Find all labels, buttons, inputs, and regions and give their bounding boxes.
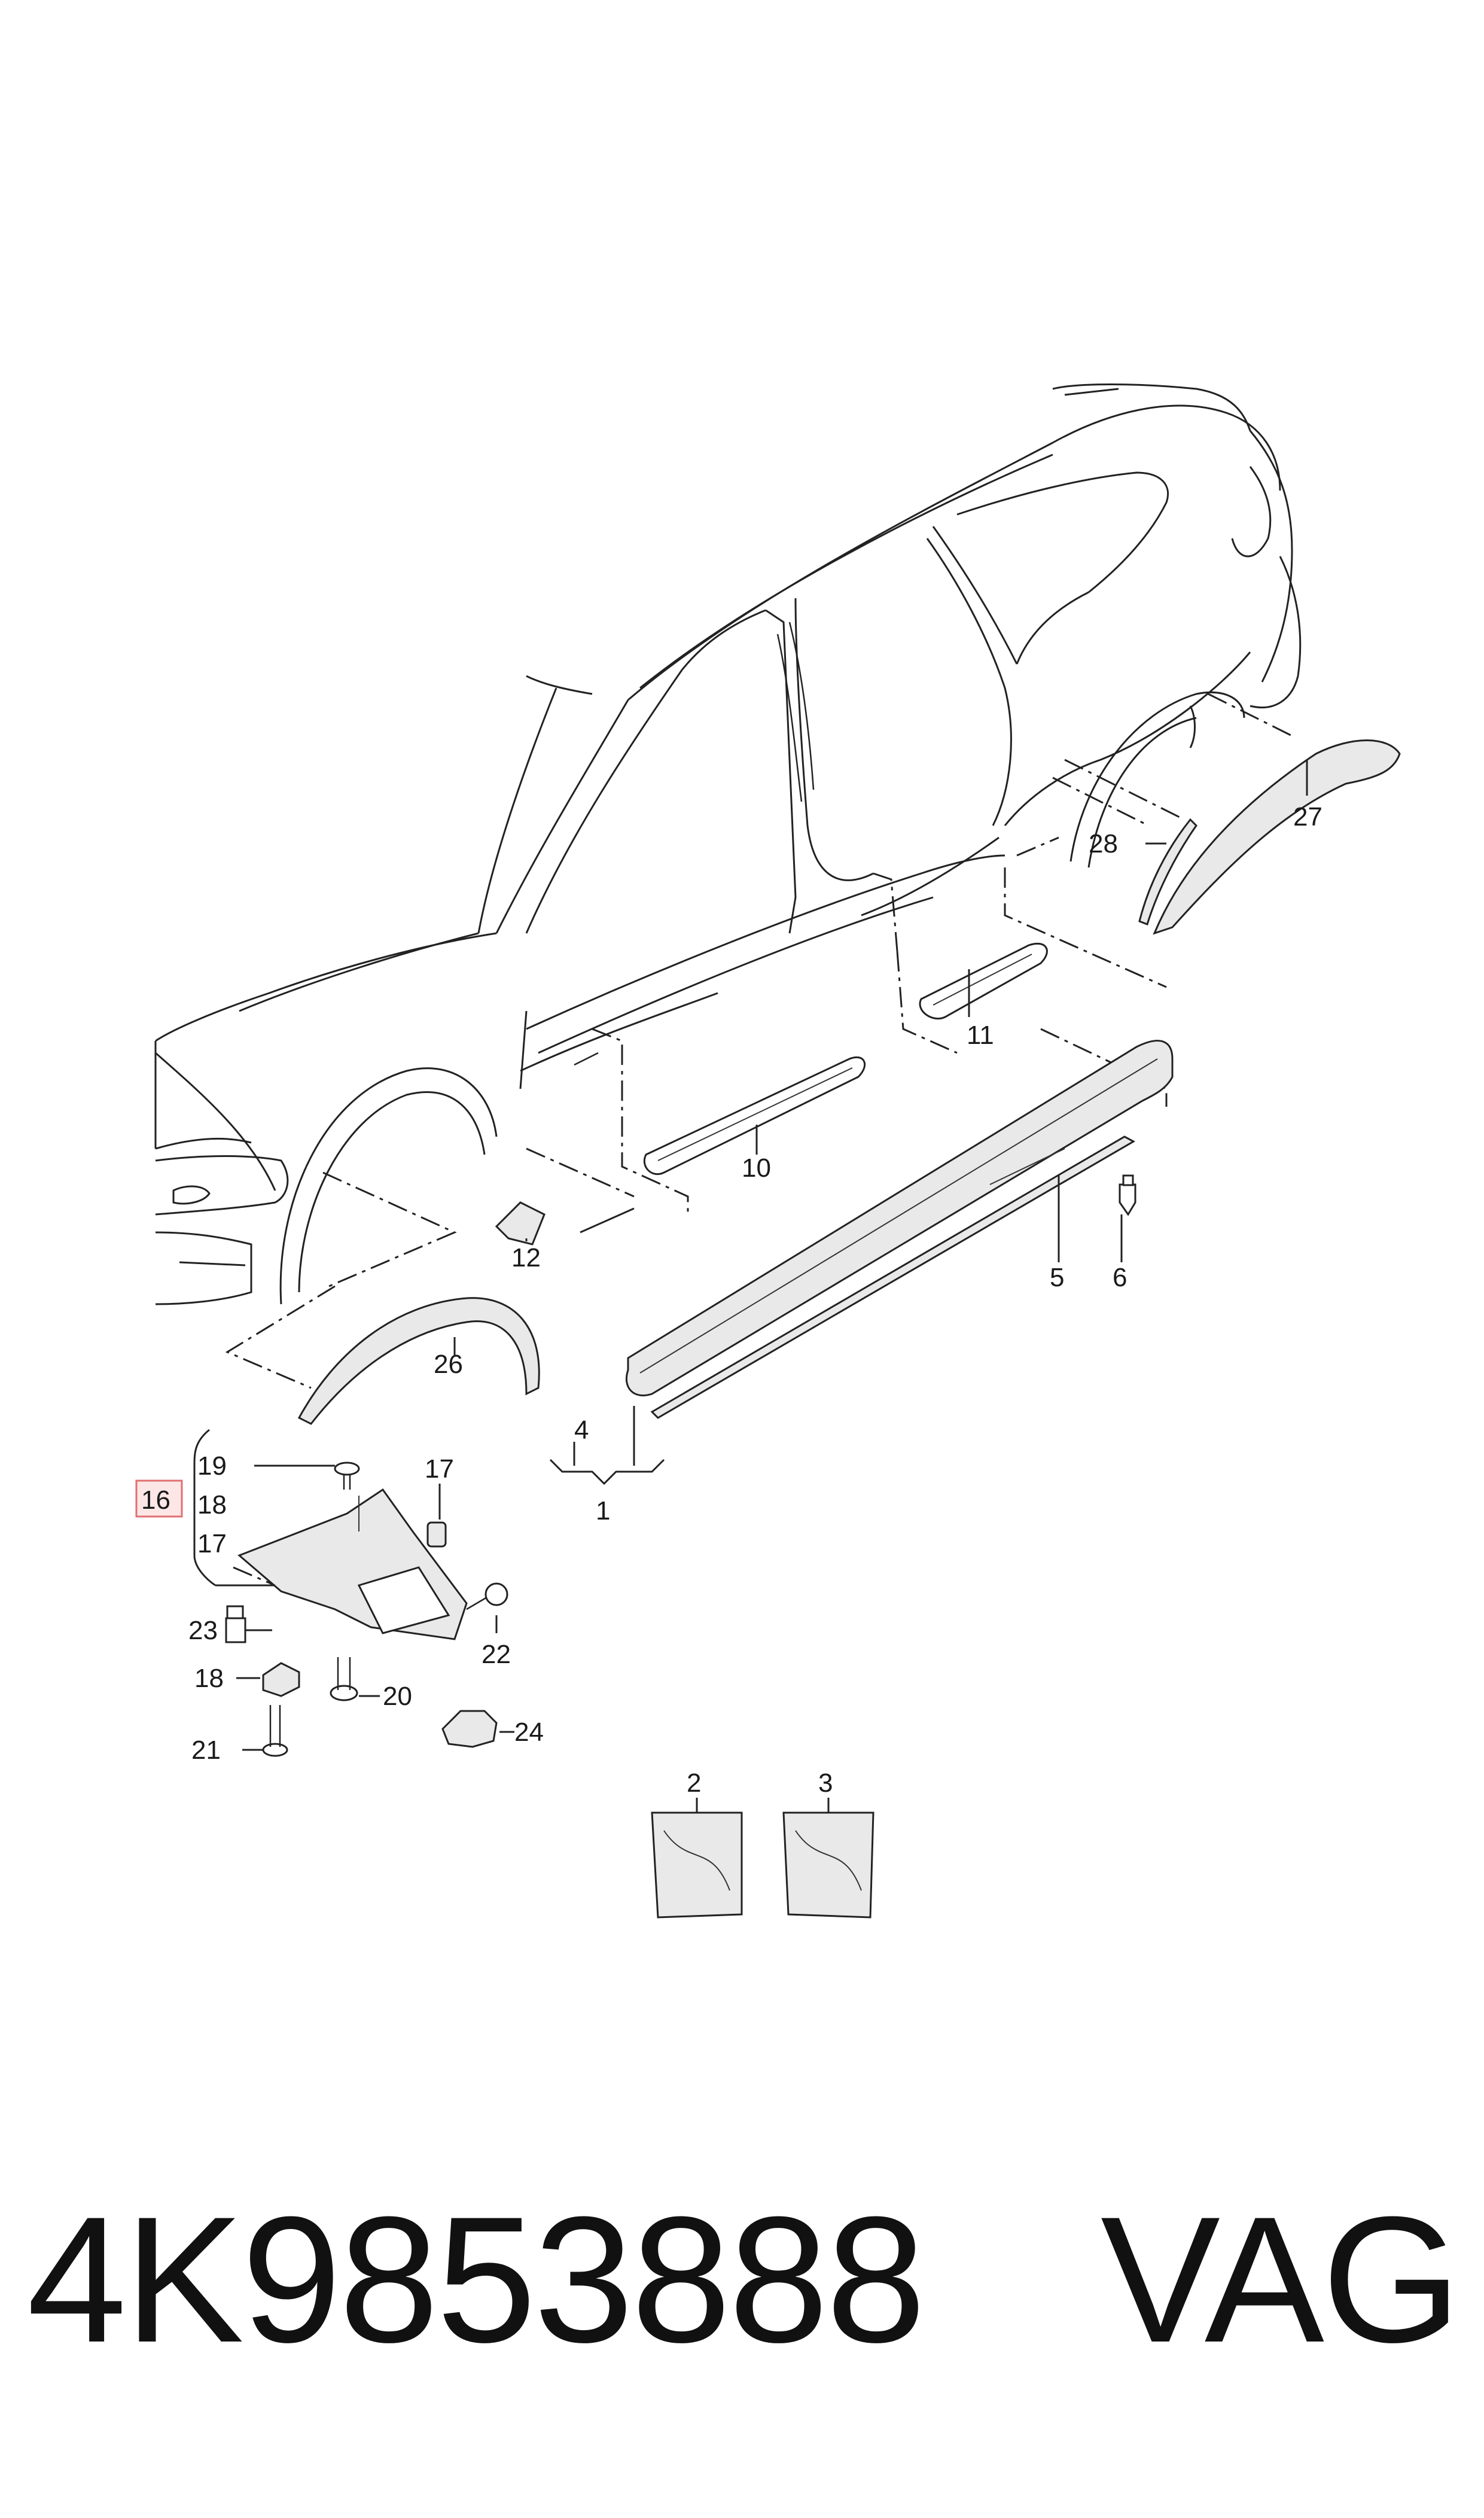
screw-part-19: [334, 1462, 360, 1490]
rear-wheel-arch-trim: [1153, 739, 1401, 935]
callout-24: 24: [514, 1718, 544, 1747]
nut-part-24: [441, 1710, 498, 1748]
side-skirt-lower-strip: [650, 1135, 1136, 1419]
side-skirt: [625, 1040, 1174, 1397]
leader-lines: [193, 760, 1308, 1813]
rear-sill-plate: [919, 942, 1048, 1020]
callout-18a: 18: [197, 1490, 227, 1520]
bracket-part-12: [495, 1201, 546, 1246]
bolt-part-20: [330, 1657, 358, 1701]
brand-label: VAG: [1101, 2179, 1461, 2380]
highlight-box-16: [135, 1479, 183, 1518]
callout-19: 19: [197, 1451, 227, 1481]
part-number: 4K9853888: [27, 2179, 926, 2380]
clip-part-17: [426, 1521, 447, 1548]
callout-21: 21: [191, 1735, 221, 1765]
callout-4: 4: [574, 1415, 589, 1445]
callout-1: 1: [596, 1496, 610, 1526]
callout-5: 5: [1050, 1263, 1064, 1292]
callout-17b: 17: [425, 1454, 454, 1484]
callout-11: 11: [967, 1021, 994, 1050]
bag-part-2: [651, 1811, 743, 1919]
rod-part: [580, 1207, 635, 1234]
clip-part-6: [1119, 1174, 1136, 1216]
front-wheel-arch-trim: [297, 1297, 540, 1425]
callout-16: 16: [141, 1485, 170, 1515]
callout-23: 23: [188, 1616, 218, 1645]
locator-lines: [225, 693, 1293, 1587]
bolt-part-23: [225, 1605, 246, 1643]
rear-arch-strip: [1138, 818, 1197, 925]
callout-20: 20: [383, 1682, 412, 1711]
callout-3: 3: [818, 1768, 833, 1798]
bolt-part-21: [262, 1705, 288, 1757]
car-body-outline: [154, 383, 1302, 1305]
bag-part-3: [782, 1811, 874, 1919]
nut-part-18: [262, 1662, 300, 1697]
callout-18b: 18: [194, 1664, 224, 1693]
callout-2: 2: [687, 1768, 701, 1798]
callout-22: 22: [482, 1640, 511, 1669]
callout-28: 28: [1089, 829, 1118, 858]
bolt-part-22: [466, 1582, 508, 1610]
front-sill-plate: [643, 1056, 866, 1176]
callout-10: 10: [742, 1153, 771, 1183]
callout-17a: 17: [197, 1529, 227, 1558]
callout-27: 27: [1293, 802, 1323, 832]
callout-26: 26: [434, 1350, 463, 1379]
wheel-housing-liner: [237, 1488, 468, 1640]
callout-12: 12: [511, 1243, 541, 1272]
callout-6: 6: [1113, 1263, 1127, 1292]
